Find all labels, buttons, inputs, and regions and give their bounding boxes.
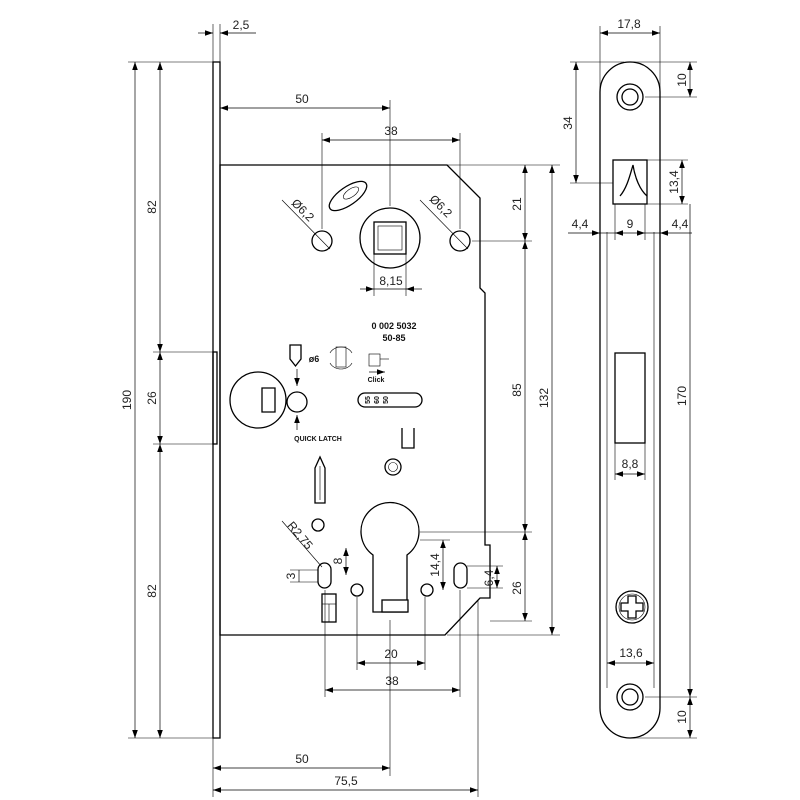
backset-option: 55 <box>365 396 372 404</box>
click-latch-icon <box>368 353 389 375</box>
pivot-hole <box>384 458 402 476</box>
dim-label-backset: 50 <box>295 752 309 766</box>
screw-hole-bottom <box>616 683 644 711</box>
euro-cylinder-cutout <box>360 501 420 613</box>
faceplate-group: 190 82 26 82 2,5 <box>120 18 256 739</box>
cylinder-cam <box>381 599 409 613</box>
screw-hole-top-inner <box>621 88 639 106</box>
bottom-hole-right <box>420 583 434 597</box>
dim-label-strike-width: 17,8 <box>617 17 641 31</box>
phillips-screw-icon <box>615 590 649 624</box>
dim-label-margin-right: 4,4 <box>672 217 689 231</box>
lock-case-group: 50 38 Ø6,2 Ø6,2 8,15 0 002 5032 50-85 <box>212 92 560 797</box>
spindle-square-inner <box>377 225 403 251</box>
rotate-arrow-top <box>329 346 353 354</box>
dim-label-hole-spacing: 170 <box>675 386 689 406</box>
rotate-arrow-bottom <box>329 362 353 370</box>
bolt-opening <box>614 352 646 444</box>
dim-label-cylinder-offset: 8 <box>331 557 345 564</box>
shield-icon <box>289 344 302 368</box>
dim-label-top-hole-offset: 10 <box>675 73 689 87</box>
dim-label-faceplate-height: 190 <box>120 390 134 410</box>
latch-bolt-front <box>212 351 218 445</box>
leader-line <box>419 199 469 250</box>
latch-hub-notch <box>261 387 276 413</box>
backset-option: 60 <box>374 396 381 404</box>
quick-latch-label: QUICK LATCH <box>294 436 342 443</box>
u-bracket <box>401 428 415 449</box>
latch-tongue <box>314 455 326 504</box>
click-label: Click <box>368 377 385 384</box>
dim-label-hole-right: Ø6,2 <box>427 192 456 221</box>
dim-label-case-depth: 75,5 <box>334 774 358 788</box>
dim-label-spindle-from-top: 21 <box>510 197 524 211</box>
dim-label-latch-width: 9 <box>627 217 634 231</box>
dim-label-cylinder-lower: 26 <box>510 581 524 595</box>
latch-follower <box>321 593 337 623</box>
quick-latch-hole <box>286 391 308 413</box>
screw-hole-bottom-inner <box>621 688 639 706</box>
dim-label-bottom-holes: 38 <box>385 674 399 688</box>
dim-label-case-height: 132 <box>537 388 551 408</box>
pivot-hole-inner <box>388 462 398 472</box>
oval-slot-right <box>453 562 468 589</box>
dim-label-cylinder-radius: R2,75 <box>284 519 316 553</box>
dim-label-latch-position: 34 <box>561 116 575 130</box>
dim-label-centre-distance: 85 <box>510 383 524 397</box>
click-latch-body <box>368 353 381 367</box>
dim-label-faceplate-thickness: 2,5 <box>233 18 250 32</box>
backset-range: 50-85 <box>382 333 405 343</box>
dim-label-spindle-square: 8,15 <box>379 274 403 288</box>
top-slot-inner <box>342 186 360 200</box>
dim-label-cylinder-holes: 20 <box>384 647 398 661</box>
rotate-cylinder-body <box>335 346 347 368</box>
dim-label-faceplate-lower: 82 <box>145 584 159 598</box>
fixing-hole-right <box>449 230 471 252</box>
latch-hub <box>229 371 287 429</box>
dim-label-top-holes: 38 <box>384 124 398 138</box>
leader-line <box>281 199 331 250</box>
dim-label-spindle-backset: 50 <box>295 92 309 106</box>
backset-slot <box>357 392 423 408</box>
dim-label-hole-left: Ø6,2 <box>289 196 318 225</box>
bottom-hole-left <box>350 583 364 597</box>
screw-head <box>615 590 649 624</box>
strike-plate-group: 17,8 10 34 13,4 4,4 9 4,4 170 <box>561 17 697 739</box>
backset-option: 50 <box>383 396 390 404</box>
dim-label-slot-width: 6,4 <box>482 569 496 586</box>
oval-slot-left <box>317 562 332 589</box>
spindle-square <box>373 221 407 255</box>
screw-hole-top <box>616 83 644 111</box>
dim-label-latch-height: 13,4 <box>667 170 681 194</box>
rotate-cylinder-icon <box>329 346 353 370</box>
brand-logo-icon <box>619 164 648 197</box>
dim-label-groove-width: 13,6 <box>619 646 643 660</box>
small-hole <box>311 518 325 532</box>
pin-diameter-label: ø6 <box>309 354 320 364</box>
strike-plate <box>599 61 661 739</box>
article-number: 0 002 5032 <box>371 321 416 331</box>
leader-line <box>281 520 323 568</box>
dim-label-margin-left: 4,4 <box>572 217 589 231</box>
dim-label-faceplate-upper: 82 <box>145 200 159 214</box>
dim-label-faceplate-latch: 26 <box>145 391 159 405</box>
spindle-hub <box>359 207 421 269</box>
lock-case-outline <box>219 164 491 636</box>
screw-head-inner <box>618 593 646 621</box>
dim-label-slot-offset: 3 <box>284 572 298 579</box>
fixing-hole-left <box>311 230 333 252</box>
latch-opening <box>612 159 648 205</box>
dim-label-cylinder-to-slot: 14,4 <box>428 553 442 577</box>
screw-cross <box>620 595 644 619</box>
dim-label-bottom-hole-offset: 10 <box>675 710 689 724</box>
dim-label-bolt-width: 8,8 <box>622 457 639 471</box>
top-slot <box>328 180 368 212</box>
